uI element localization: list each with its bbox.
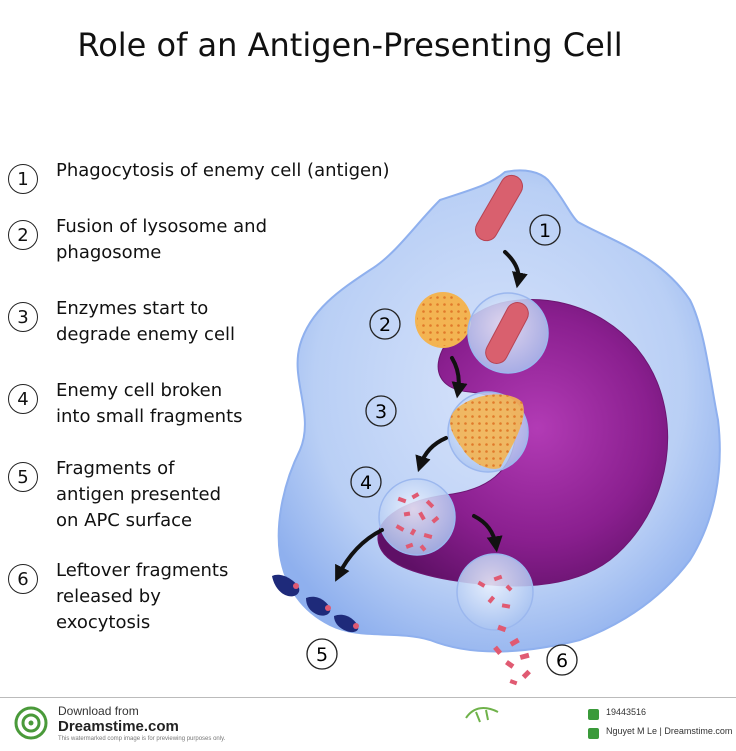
antigen-entering xyxy=(475,174,523,242)
presented-antigens xyxy=(272,574,359,633)
diagram-label-1: 1 xyxy=(539,220,551,242)
step-1: 1 Phagocytosis of enemy cell (antigen) xyxy=(8,158,390,194)
diagram-label-3: 3 xyxy=(375,401,387,423)
arrow-5 xyxy=(472,514,503,553)
author-credit[interactable]: Nguyet M Le | Dreamstime.com xyxy=(606,726,733,736)
site-name[interactable]: Dreamstime.com xyxy=(58,718,179,735)
step-number: 4 xyxy=(8,384,38,414)
step-2: 2 Fusion of lysosome and phagosome xyxy=(8,214,296,266)
degrading-antigen-dots xyxy=(450,394,524,469)
diagram-label-4: 4 xyxy=(360,472,372,494)
step-text: Leftover fragments released by exocytosi… xyxy=(56,560,229,633)
step-text: Enemy cell broken into small fragments xyxy=(56,380,243,427)
step-number: 2 xyxy=(8,220,38,250)
diagram-label-6: 6 xyxy=(556,650,568,672)
step-text: Fragments of antigen presented on APC su… xyxy=(56,458,222,531)
arrow-3 xyxy=(415,436,448,473)
step-4: 4 Enemy cell broken into small fragments xyxy=(8,378,296,430)
lysosome-enzymes xyxy=(417,294,469,346)
diagram-label-5: 5 xyxy=(316,644,328,666)
arrow-4 xyxy=(335,528,384,582)
step-text: Fusion of lysosome and phagosome xyxy=(56,216,267,263)
dreamstime-logo-icon xyxy=(14,706,48,740)
arrow-2 xyxy=(450,356,468,399)
diagram-labels: 1 2 3 4 5 6 xyxy=(306,214,578,676)
process-arrows xyxy=(335,250,528,582)
fragment-vesicle xyxy=(378,478,456,556)
page-title: Role of an Antigen-Presenting Cell xyxy=(77,26,623,64)
step-text: Enzymes start to degrade enemy cell xyxy=(56,298,236,345)
arrow-1 xyxy=(503,250,528,289)
leaf-decoration-icon xyxy=(465,707,499,723)
antigen-fragments xyxy=(395,492,440,552)
watermark-note: This watermarked comp image is for previ… xyxy=(58,736,226,742)
image-id: 19443516 xyxy=(606,707,647,717)
exocytosis-vesicle xyxy=(456,553,534,631)
step-text: Phagocytosis of enemy cell (antigen) xyxy=(56,160,390,181)
watermark-footer: Download from Dreamstime.com This waterm… xyxy=(0,697,736,751)
step-3: 3 Enzymes start to degrade enemy cell xyxy=(8,296,296,348)
step-5: 5 Fragments of antigen presented on APC … xyxy=(8,456,296,534)
phagosome-antigen xyxy=(485,302,529,364)
step-6: 6 Leftover fragments released by exocyto… xyxy=(8,558,296,636)
step-number: 6 xyxy=(8,564,38,594)
step-number: 5 xyxy=(8,462,38,492)
released-fragments xyxy=(477,574,531,686)
author-icon xyxy=(588,728,599,739)
download-from-text: Download from xyxy=(58,704,139,718)
step-number: 1 xyxy=(8,164,38,194)
id-icon xyxy=(588,709,599,720)
apc-diagram: 1 2 3 4 5 6 xyxy=(272,169,721,686)
diagram-label-2: 2 xyxy=(379,314,391,336)
step-number: 3 xyxy=(8,302,38,332)
